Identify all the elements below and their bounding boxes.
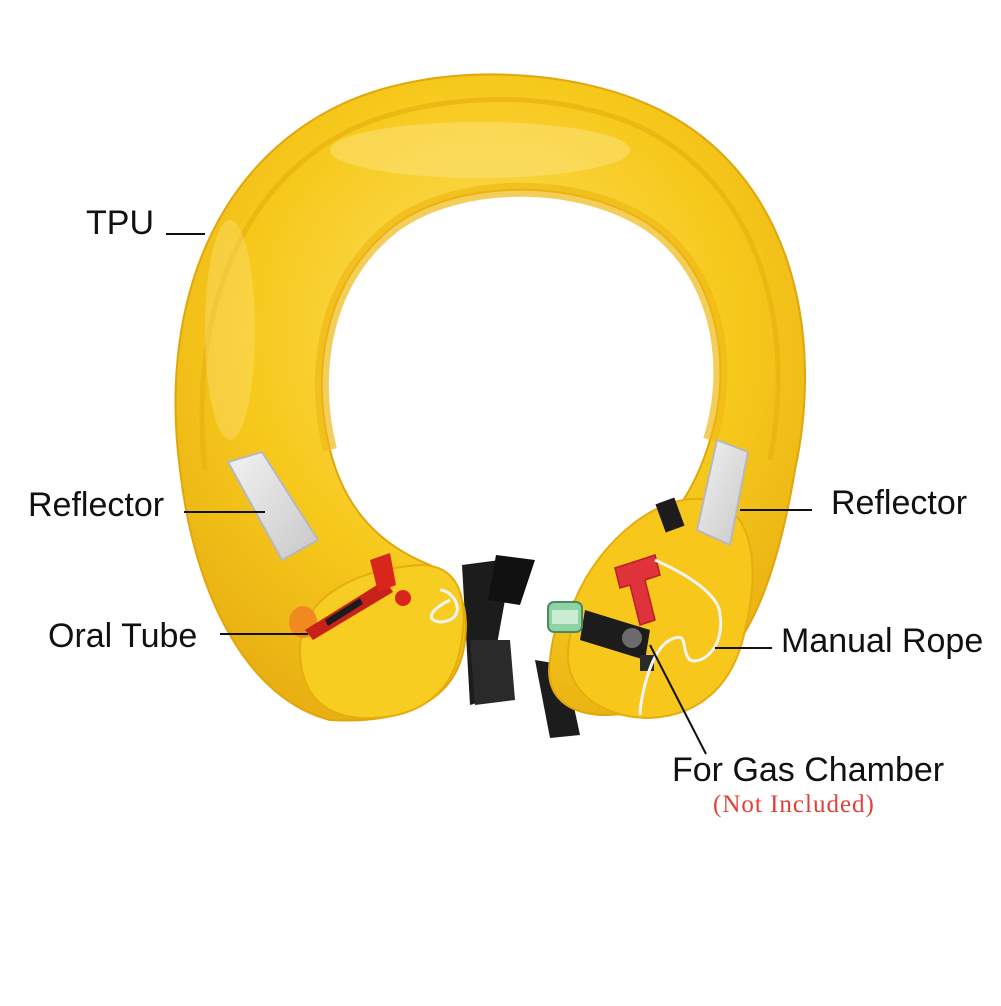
label-oral-tube: Oral Tube	[48, 617, 198, 655]
label-gas-chamber: For Gas Chamber	[672, 751, 945, 789]
label-reflector-right: Reflector	[831, 484, 968, 522]
waist-strap	[462, 555, 580, 738]
manual-rope-cord	[638, 558, 723, 716]
label-manual-rope: Manual Rope	[781, 622, 984, 660]
reflector-right-patch	[695, 438, 750, 547]
reflector-left-patch	[226, 450, 320, 562]
leader-line-gas-chamber	[649, 644, 707, 755]
label-reflector-left: Reflector	[28, 486, 165, 524]
oral-tube-cord	[429, 588, 459, 624]
oral-tube-valve-icon	[289, 553, 411, 640]
label-tpu: TPU	[86, 204, 154, 242]
gas-cylinder-icon	[547, 601, 583, 633]
label-not-included: (Not Included)	[713, 791, 875, 818]
velcro-tab	[655, 497, 685, 533]
